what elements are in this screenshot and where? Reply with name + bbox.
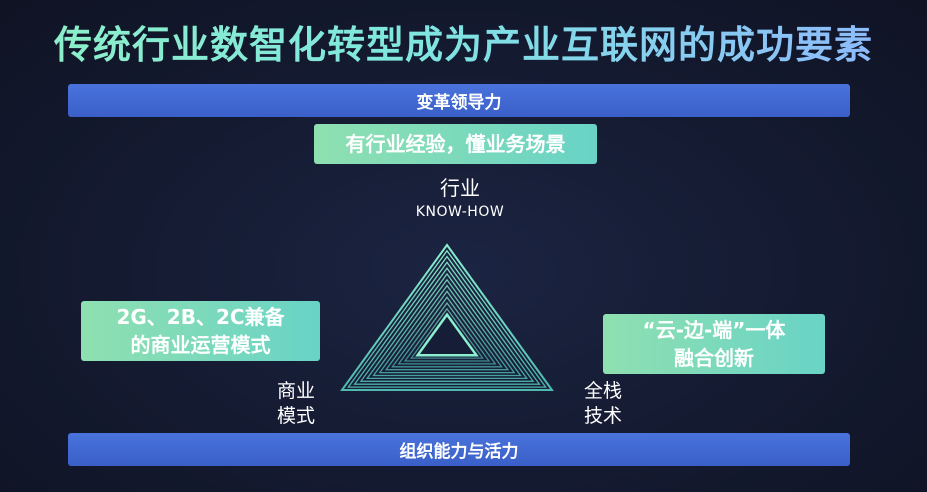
organization-bar: 组织能力与活力: [68, 433, 850, 466]
triangle-ring: [378, 278, 516, 374]
leadership-bar: 变革领导力: [68, 84, 850, 117]
nested-triangles: [340, 243, 554, 391]
triangle-diagram: [340, 243, 554, 391]
industry-experience-text: 有行业经验，懂业务场景: [345, 132, 566, 156]
tech-innovation-box: “云-边-端”一体 融合创新: [603, 314, 825, 374]
triangle-ring: [340, 243, 554, 391]
triangle-ring: [353, 255, 541, 385]
business-model-text-line1: 2G、2B、2C兼备: [116, 305, 285, 329]
organization-bar-label: 组织能力与活力: [399, 442, 519, 462]
business-model-text-line2: 的商业运营模式: [130, 333, 271, 357]
industry-label: 行业: [440, 176, 480, 200]
business-model-label-line1: 商业: [276, 380, 315, 402]
business-model-label: 商业 模式: [266, 379, 326, 429]
full-stack-tech-label: 全栈 技术: [573, 379, 633, 429]
triangle-ring: [359, 261, 535, 382]
triangle-ring: [347, 249, 547, 388]
industry-experience-box: 有行业经验，懂业务场景: [314, 124, 597, 164]
triangle-ring: [365, 267, 529, 380]
triangle-core: [415, 312, 479, 357]
triangle-ring: [397, 296, 497, 365]
business-model-box: 2G、2B、2C兼备 的商业运营模式: [81, 301, 320, 361]
tech-innovation-text-line2: 融合创新: [673, 346, 754, 370]
tech-innovation-text-line1: “云-边-端”一体: [642, 318, 786, 342]
full-stack-tech-label-line1: 全栈: [583, 380, 622, 402]
leadership-bar-label: 变革领导力: [416, 93, 502, 113]
triangle-ring: [391, 290, 503, 368]
full-stack-tech-label-line2: 技术: [583, 405, 622, 427]
triangle-ring: [372, 272, 522, 377]
triangle-ring: [403, 301, 491, 362]
page-title: 传统行业数智化转型成为产业互联网的成功要素: [0, 14, 927, 69]
triangle-ring: [384, 284, 510, 371]
know-how-label: KNOW-HOW: [415, 204, 505, 220]
business-model-label-line2: 模式: [276, 405, 315, 427]
triangle-ring: [410, 307, 484, 359]
